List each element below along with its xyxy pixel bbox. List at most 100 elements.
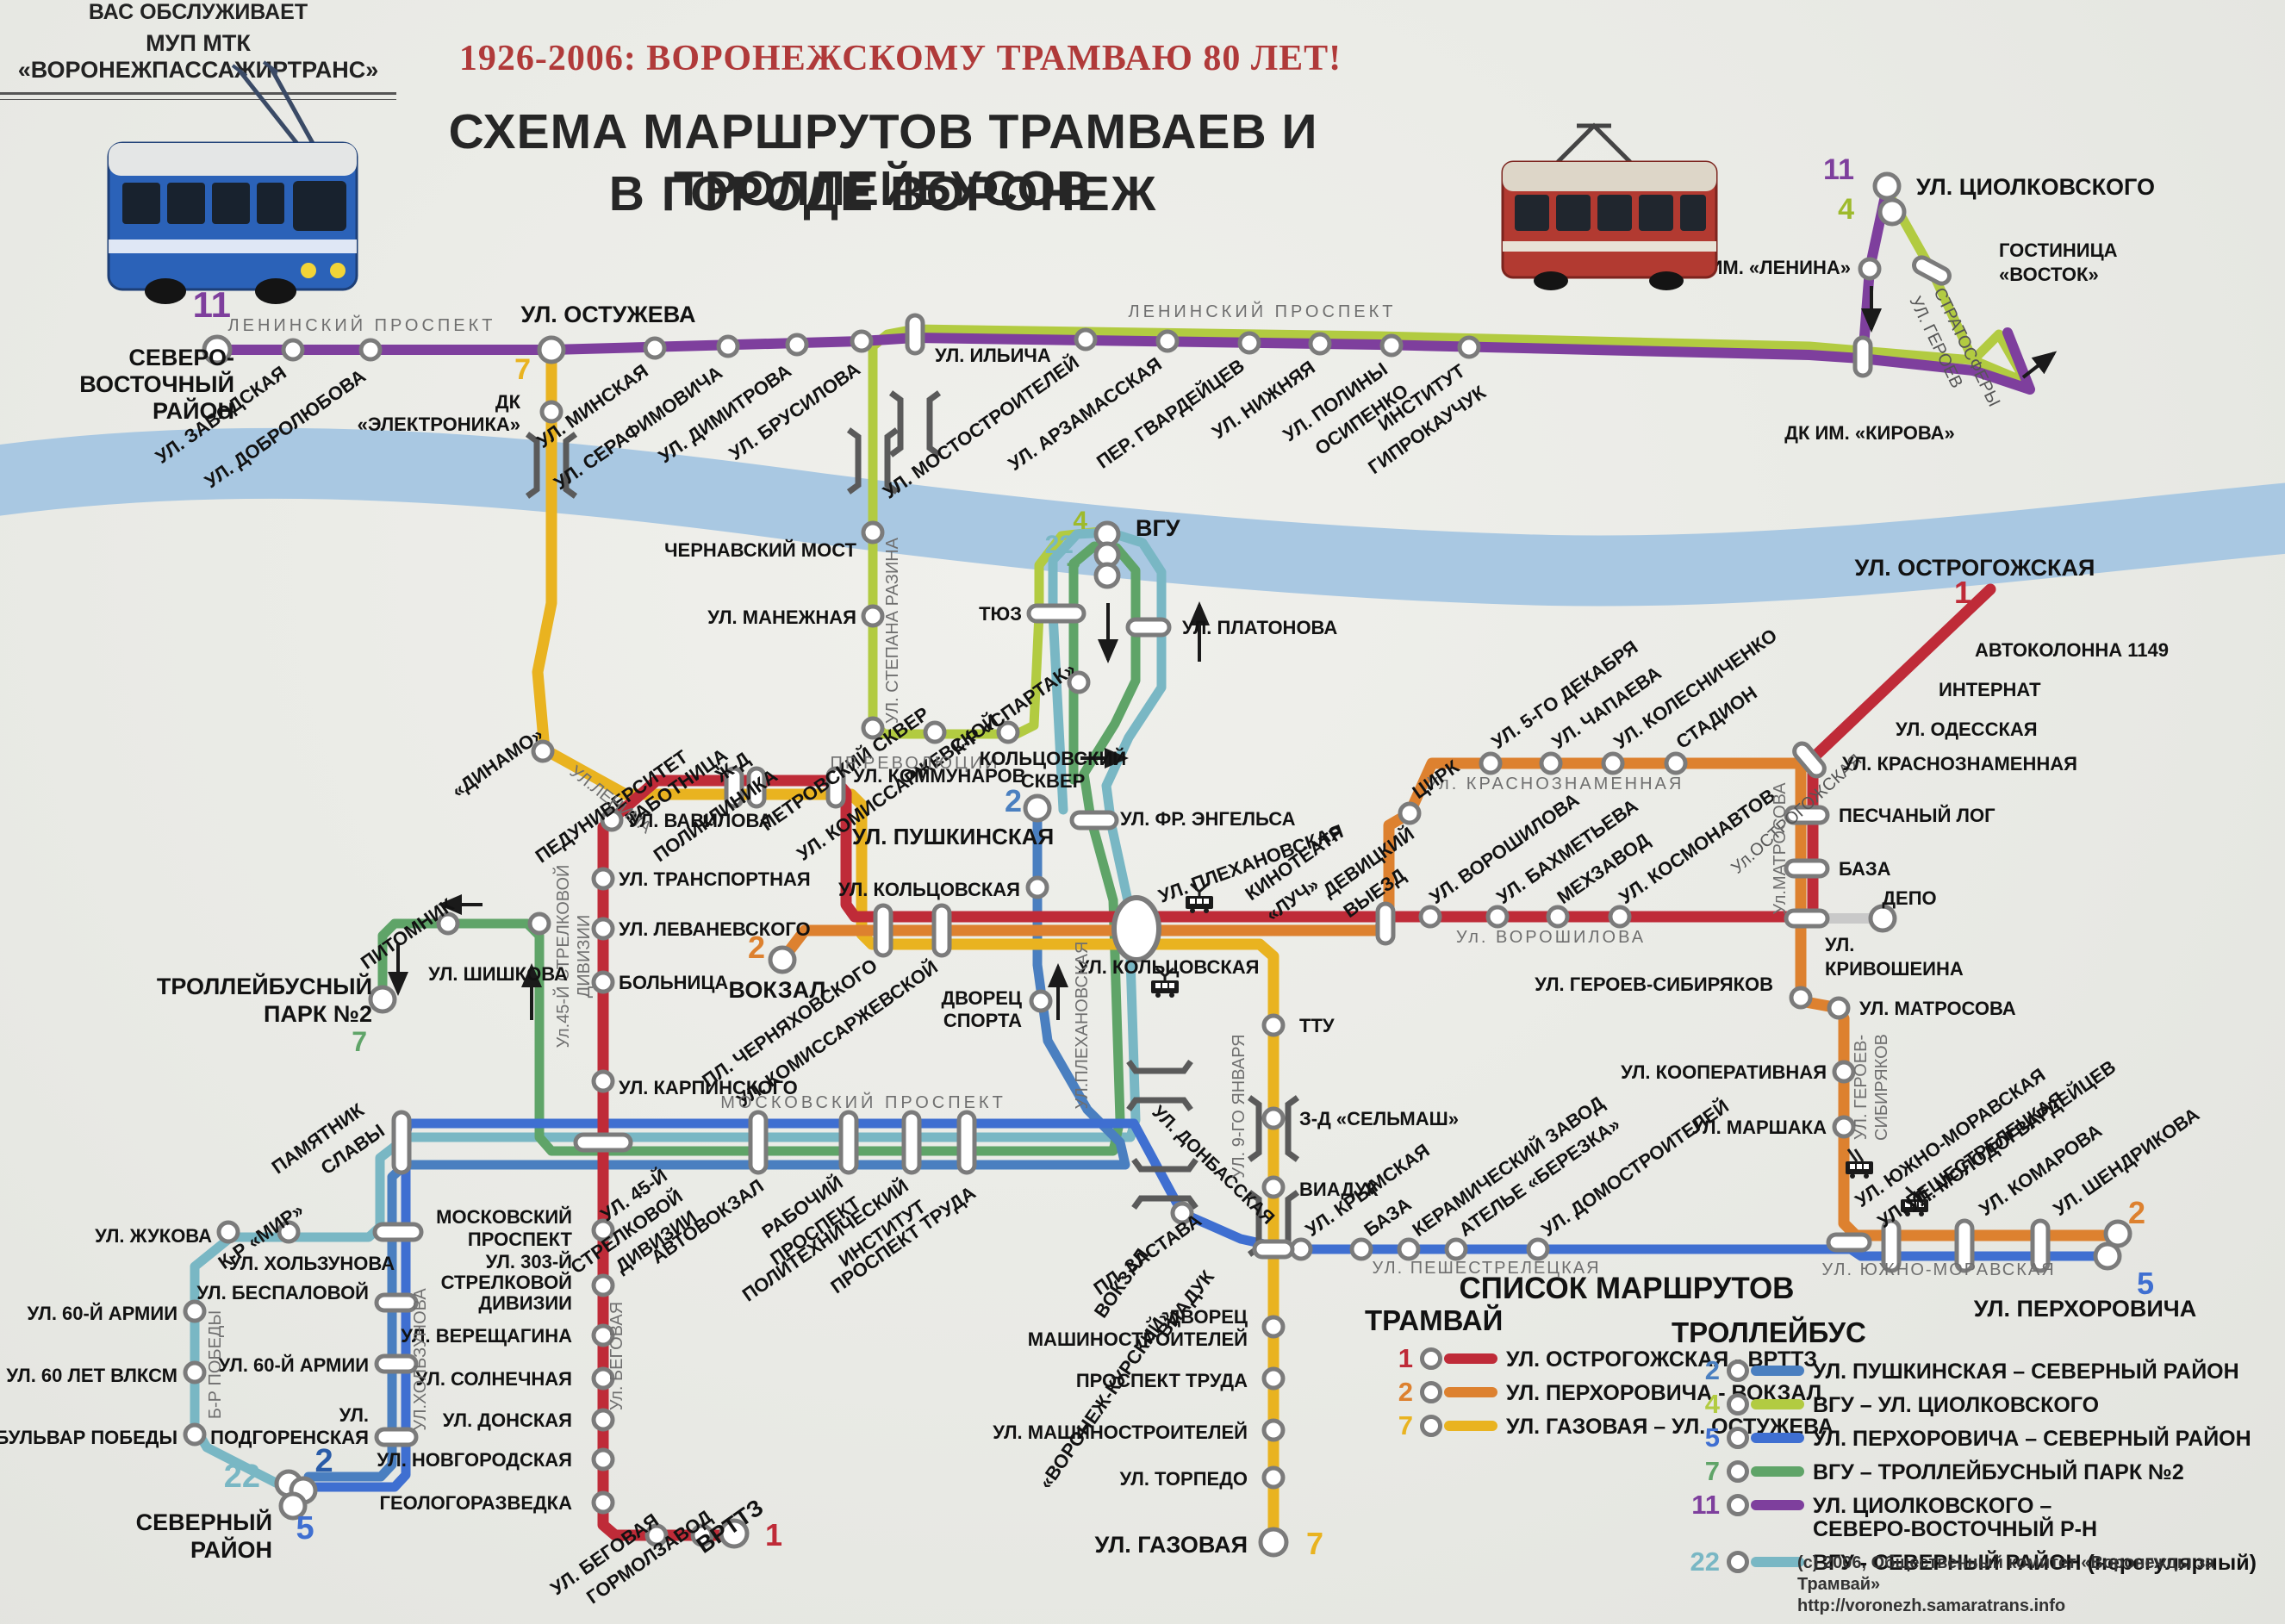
route-line-trolleybus-11 [212, 333, 1978, 376]
legend-route-number: 4 [1704, 1389, 1720, 1419]
map-label: КРИВОШЕИНА [1825, 958, 1964, 980]
map-label: ЛЕНИНСКИЙ ПРОСПЕКТ [228, 314, 496, 335]
legend-route-sample [1420, 1415, 1497, 1437]
map-label: УЛ. 60-Й АРМИИ [28, 1303, 177, 1324]
stop-circle [600, 808, 624, 832]
stop-circle [527, 912, 551, 936]
stop-pill [1792, 741, 1827, 779]
map-label: «ВОСТОК» [1999, 264, 2099, 285]
map-label: ТРОЛЛЕЙБУСНЫЙ [157, 973, 372, 999]
legend-route-sample [1420, 1347, 1497, 1370]
legend-route-name: УЛ. ПУШКИНСКАЯ – СЕВЕРНЫЙ РАЙОН [1813, 1360, 2239, 1384]
map-label: УЛ. ЦИОЛКОВСКОГО [1916, 174, 2155, 200]
map-label: УЛ. ОСТУЖЕВА [521, 302, 696, 327]
route-line-trolleybus-11 [1968, 327, 2035, 395]
stop-pill [1881, 1218, 1902, 1273]
stop-pill [1784, 908, 1830, 929]
map-label: ИНТЕРНАТ [1939, 679, 2041, 700]
map-label: СТРЕЛКОВОЙ [441, 1272, 572, 1293]
stop-pill [1954, 1218, 1975, 1273]
map-label: УЛ. ПЕШЕСТРЕЛЕЦКАЯ [1372, 1259, 1600, 1278]
map-label: УЛ. 60 ЛЕТ ВЛКСМ [6, 1365, 177, 1386]
stop-circle [1067, 670, 1091, 694]
map-label: ПРОСПЕКТ ТРУДА [1076, 1370, 1248, 1391]
stop-circle [368, 985, 397, 1014]
map-label: 2 [748, 930, 765, 965]
stop-pill [931, 903, 952, 958]
map-label: ПЕСЧАНЫЙ ЛОГ [1839, 805, 1995, 826]
stop-circle [1868, 904, 1897, 933]
stop-circle [1261, 1315, 1286, 1339]
stop-circle [996, 720, 1020, 744]
stop-circle [591, 1323, 615, 1347]
stop-circle [1877, 197, 1907, 227]
stop-pill [372, 1222, 424, 1242]
stop-circle [591, 1447, 615, 1472]
map-label: ДК ИМ. «КИРОВА» [1784, 422, 1954, 444]
map-label: 5 [296, 1510, 314, 1546]
map-label: ВОСТОЧНЫЙ [79, 370, 234, 397]
stop-circle [1872, 171, 1902, 201]
legend-route-sample [1727, 1360, 1804, 1382]
map-label: 7 [1066, 558, 1080, 587]
map-label: УЛ. 60-Й АРМИИ [219, 1354, 369, 1376]
map-label: ДИВИЗИИ [478, 1292, 572, 1314]
map-label: ДЕПО [1882, 887, 1936, 909]
map-label: 11 [1823, 153, 1854, 186]
map-label: З-Д «СЕЛЬМАШ» [1299, 1108, 1459, 1129]
page-title-line1: СХЕМА МАРШРУТОВ ТРАМВАЕВ И ТРОЛЛЕЙБУСОВ [448, 104, 1318, 216]
stop-circle [690, 1523, 714, 1547]
stop-circle [644, 1523, 669, 1547]
bridge-symbol [1126, 1059, 1193, 1112]
stop-pill [1069, 810, 1119, 831]
map-label: УЛ. КАРПИНСКОГО [619, 1077, 798, 1098]
stop-circle [850, 329, 874, 353]
map-label: РАЙОН [153, 397, 234, 424]
map-label: УЛ. ШЕНДРИКОВА [2050, 1104, 2204, 1221]
map-label: ВИАДУК [1299, 1179, 1379, 1200]
map-label: 2 [2128, 1195, 2145, 1230]
stop-circle [1539, 751, 1563, 775]
stop-circle [278, 1491, 308, 1521]
junction-circle [1111, 895, 1161, 962]
map-label: СИБИРЯКОВ [1872, 1034, 1891, 1141]
legend-route-number: 22 [1690, 1546, 1720, 1577]
bridge-symbol [846, 427, 900, 495]
map-label: СКВЕР [1021, 770, 1086, 792]
stop-pill [873, 903, 893, 958]
stop-circle [1397, 1237, 1421, 1261]
stop-pill [573, 1132, 633, 1153]
map-label: 7 [1306, 1526, 1323, 1561]
anniversary-line: 1926-2006: ВОРОНЕЖСКОМУ ТРАМВАЮ 80 ЛЕТ! [458, 39, 1342, 78]
tram-photo [1501, 122, 1718, 290]
stop-circle [1379, 333, 1404, 358]
stop-circle [1170, 1201, 1194, 1225]
stop-pill [748, 1110, 769, 1175]
legend-trolleybus-header: ТРОЛЛЕЙБУС [1672, 1316, 1866, 1348]
map-label: УЛ. МАШИНОСТРОИТЕЛЕЙ [993, 1422, 1248, 1443]
stop-circle [1155, 329, 1180, 353]
stop-circle [1025, 875, 1049, 899]
map-label: МОСКОВСКИЙ ПРОСПЕКТ [720, 1092, 1006, 1112]
map-label: СЕВЕРО- [128, 345, 234, 370]
map-label: БАЗА [1839, 858, 1891, 880]
map-label: Ул.45-Й СТРЕЛКОВОЙ [552, 865, 573, 1048]
map-label: БОЛЬНИЦА [619, 972, 728, 993]
stop-pill [901, 1110, 922, 1175]
stop-circle [1418, 905, 1442, 929]
stop-circle [591, 867, 615, 891]
map-label: УЛ. ШИШКОВА [428, 963, 568, 985]
legend-route-sample [1420, 1381, 1497, 1403]
stop-pill [391, 1110, 412, 1175]
stop-circle [591, 1490, 615, 1515]
stop-pill [905, 313, 925, 356]
route-line-trolleybus-2 [303, 805, 1130, 1482]
stop-pill [1784, 805, 1830, 825]
map-label: Ул. ВОРОШИЛОВА [1456, 928, 1646, 947]
map-label: ВОКЗАЛ [729, 977, 826, 1003]
stop-circle [1261, 1465, 1286, 1490]
